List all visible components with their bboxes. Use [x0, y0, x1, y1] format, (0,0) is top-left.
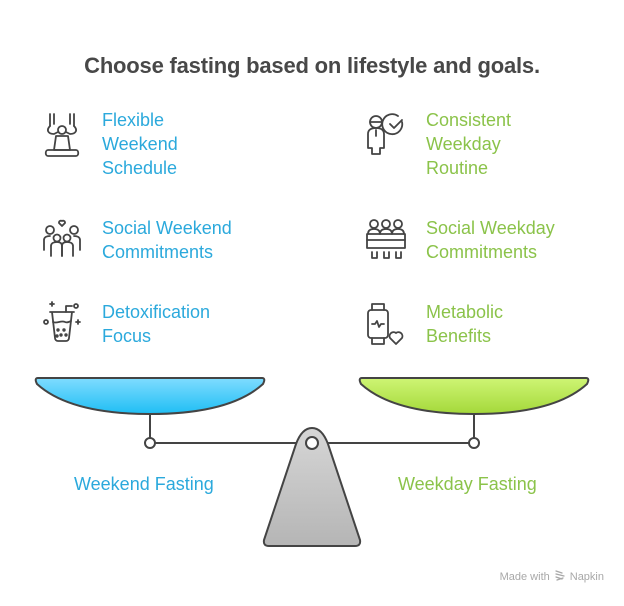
left-pivot — [144, 437, 156, 449]
napkin-logo-icon — [554, 569, 566, 584]
left-item-label: Detoxification Focus — [102, 302, 211, 346]
center-pivot — [305, 436, 319, 450]
right-item-label: Social Weekday Commitments — [426, 218, 555, 262]
napkin-brand-text: Napkin — [569, 570, 604, 583]
right-item-metabolic: Metabolic Benefits — [366, 300, 503, 352]
made-with-text: Made with — [499, 570, 550, 583]
left-item-flexible-schedule: Flexible Weekend Schedule — [42, 108, 178, 180]
left-item-label: Social Weekend Commitments — [102, 218, 232, 262]
family-heart-icon — [42, 216, 82, 268]
detox-drink-icon — [42, 300, 82, 352]
page-title: Choose fasting based on lifestyle and go… — [84, 53, 540, 78]
weekday-fasting-label: Weekday Fasting — [398, 474, 537, 494]
right-item-consistent-routine: Consistent Weekday Routine — [366, 108, 511, 180]
weekend-fasting-label: Weekend Fasting — [74, 474, 214, 494]
left-item-social-weekend: Social Weekend Commitments — [42, 216, 232, 268]
left-item-detox: Detoxification Focus — [42, 300, 210, 352]
right-pivot — [468, 437, 480, 449]
meeting-table-icon — [366, 216, 406, 268]
right-item-label: Metabolic Benefits — [426, 302, 504, 346]
left-pan — [34, 377, 266, 416]
left-item-label: Flexible Weekend Schedule — [102, 110, 178, 178]
swing-child-icon — [42, 108, 82, 160]
fulcrum — [262, 426, 362, 547]
napkin-watermark: Made with Napkin — [500, 569, 604, 584]
right-pan — [358, 377, 590, 416]
right-item-social-weekday: Social Weekday Commitments — [366, 216, 555, 268]
person-check-icon — [366, 108, 406, 160]
right-item-label: Consistent Weekday Routine — [426, 110, 512, 178]
smartwatch-heart-icon — [366, 300, 406, 352]
